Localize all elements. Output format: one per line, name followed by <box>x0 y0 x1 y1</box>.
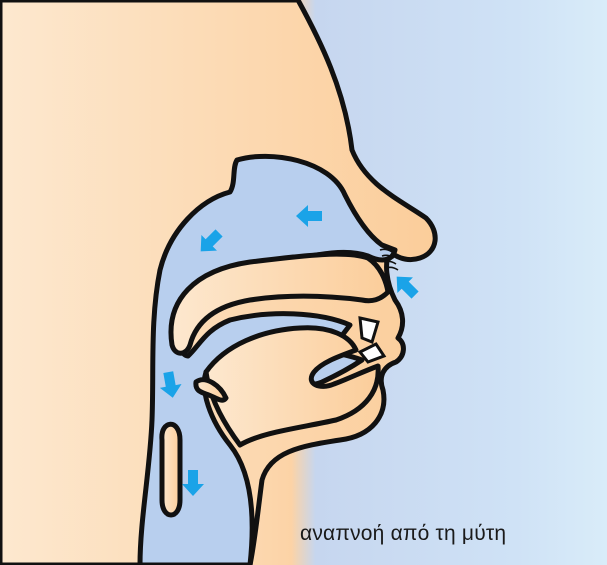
trachea-wall <box>162 424 180 515</box>
caption-text: αναπνοή από τη μύτη <box>300 522 590 546</box>
